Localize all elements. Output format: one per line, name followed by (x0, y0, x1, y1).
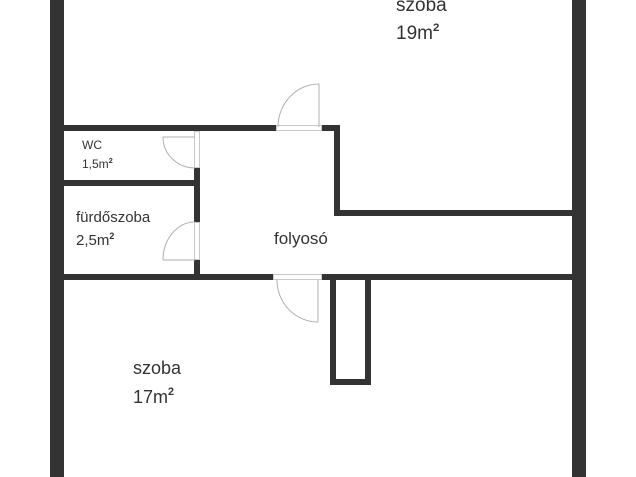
bath-name: fürdőszoba (76, 209, 151, 226)
shaft-left (330, 280, 336, 385)
wall-bath-corridor (194, 260, 200, 280)
wall-corridor-bottom-right (322, 274, 572, 280)
room-top-name: szoba (396, 0, 447, 16)
door-arc-bottom (276, 279, 319, 323)
room-top-area-value: 19m (396, 23, 433, 44)
door-frame-bottom (273, 274, 322, 280)
room-bottom-area-value: 17m (133, 387, 169, 407)
outer-wall-right (572, 0, 586, 477)
wall-wc-top (64, 125, 276, 131)
room-top-area: 19m2 (396, 22, 440, 44)
bath-area-unit: 2 (109, 231, 115, 241)
room-bottom-area-unit: 2 (168, 386, 175, 398)
shaft-right (365, 280, 371, 385)
room-bottom-name: szoba (133, 358, 182, 378)
wall-wc-corridor (194, 168, 200, 222)
door-frame-wc (194, 131, 200, 168)
door-arc-top (277, 83, 320, 128)
outer-wall-left (50, 0, 64, 477)
wall-room-top-bottom (334, 210, 572, 216)
bath-area-value: 2,5m (76, 232, 110, 249)
wall-corridor-right (334, 125, 340, 216)
room-bottom-area: 17m2 (133, 386, 175, 407)
wc-area-value: 1,5m (82, 157, 109, 171)
corridor-name: folyosó (274, 229, 328, 248)
door-arc-wc (162, 136, 196, 169)
wall-corridor-bottom-left (64, 274, 273, 280)
room-top-area-unit: 2 (432, 22, 440, 34)
wc-name: WC (82, 138, 102, 152)
wc-area-unit: 2 (108, 156, 113, 165)
door-frame-bath (194, 222, 200, 260)
wc-area: 1,5m2 (82, 156, 113, 171)
door-arc-bath (162, 221, 196, 261)
shaft-bottom (330, 379, 371, 385)
door-frame-top (276, 125, 322, 131)
wall-corridor-top-right (322, 125, 340, 131)
bath-area: 2,5m2 (76, 231, 115, 249)
wall-wc-bath-divider (64, 180, 200, 186)
